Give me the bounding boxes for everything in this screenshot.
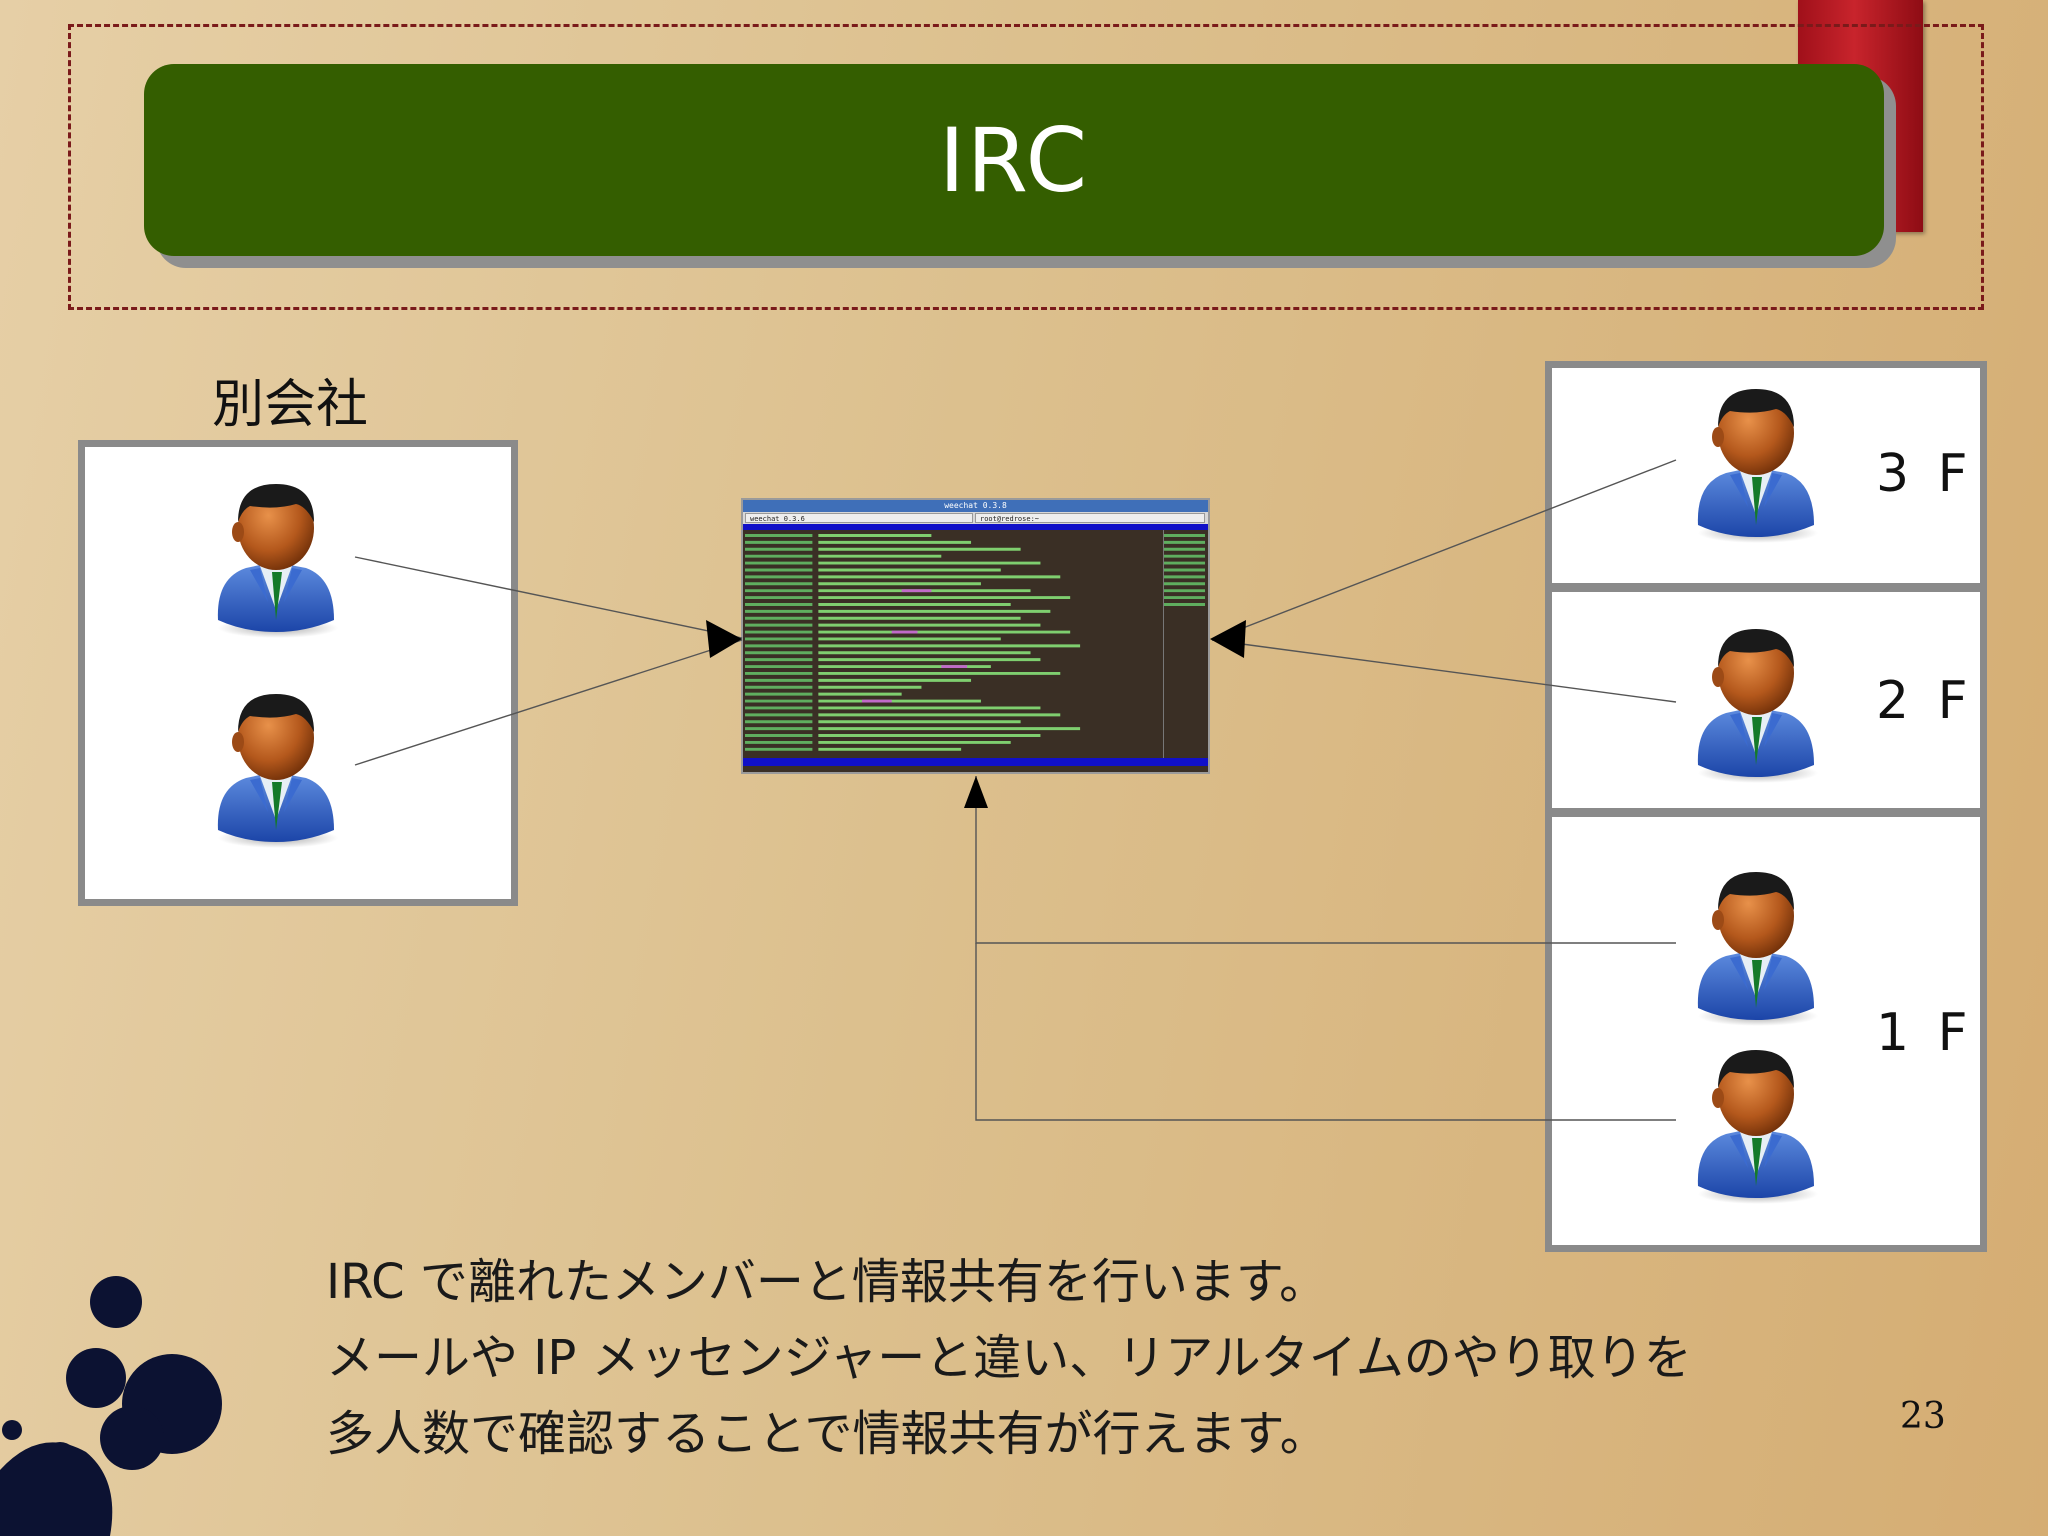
floor-label-1f: 1 F (1876, 1003, 1974, 1063)
company-label: 別会社 (212, 375, 369, 435)
floor-label-2f: 2 F (1876, 671, 1974, 731)
body-text-line: 多人数で確認することで情報共有が行えます。 (326, 1406, 1328, 1462)
slide-title: IRC (938, 108, 1090, 212)
terminal-tab: root@redrose:~ (975, 513, 1205, 523)
page-number: 23 (1900, 1396, 1946, 1437)
user-icon (1690, 858, 1820, 1028)
terminal-tabs: weechat 0.3.6 root@redrose:~ (743, 512, 1208, 524)
user-icon (1690, 1036, 1820, 1206)
weechat-status-bar (743, 758, 1208, 766)
terminal-tab: weechat 0.3.6 (745, 513, 973, 523)
user-icon (210, 470, 340, 640)
title-bar: IRC (144, 64, 1884, 256)
user-icon (1690, 615, 1820, 785)
body-text-line: IRC で離れたメンバーと情報共有を行います。 (326, 1254, 1328, 1310)
user-icon (1690, 375, 1820, 545)
arrowhead (964, 776, 988, 808)
arrowhead (1210, 620, 1246, 658)
user-icon (210, 680, 340, 850)
title-frame (68, 24, 1984, 310)
arrowhead (706, 620, 742, 658)
floor-label-3f: 3 F (1876, 444, 1974, 504)
nicklist-separator (1163, 530, 1164, 758)
window-titlebar: weechat 0.3.8 (743, 500, 1208, 512)
chat-log (744, 534, 1206, 751)
irc-client-screenshot: weechat 0.3.8 weechat 0.3.6 root@redrose… (741, 498, 1210, 774)
weechat-topic-bar (743, 524, 1208, 530)
ink-blot-decoration (0, 1276, 222, 1536)
window-title: weechat 0.3.8 (944, 501, 1007, 510)
body-text-line: メールや IP メッセンジャーと違い、リアルタイムのやり取りを (326, 1330, 1692, 1386)
